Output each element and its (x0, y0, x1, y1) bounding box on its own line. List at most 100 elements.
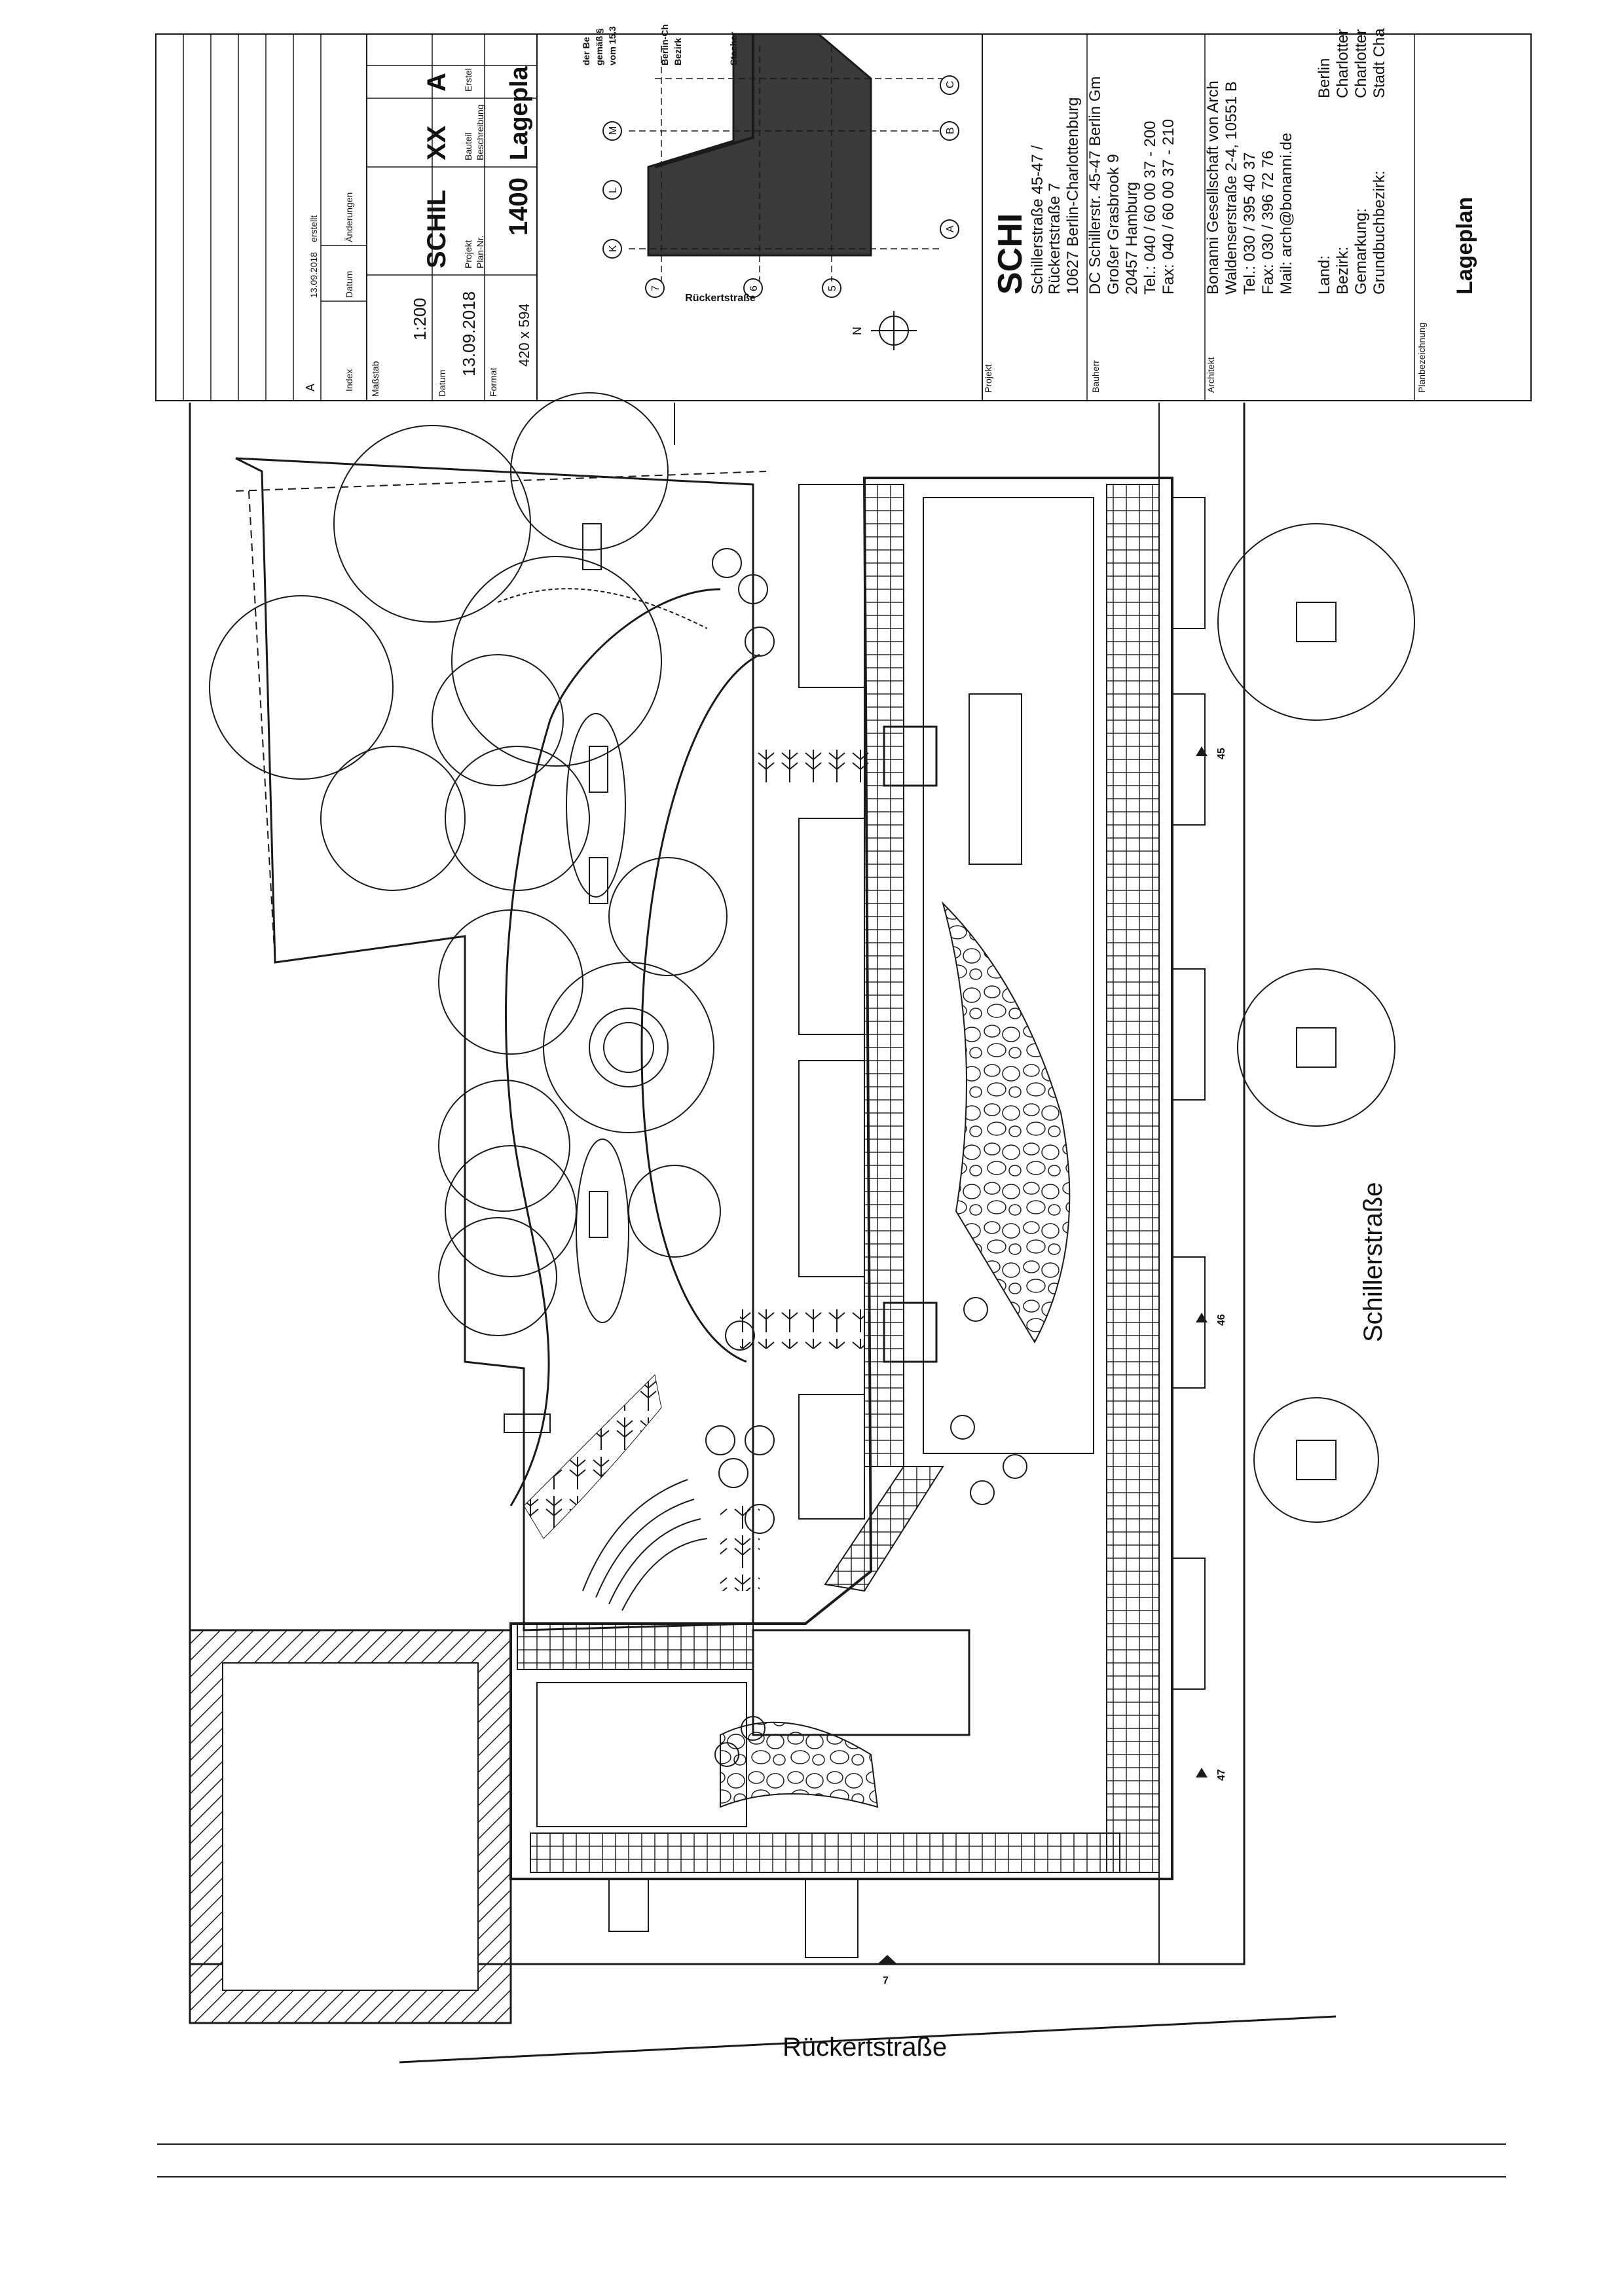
plot-boundary (189, 403, 1246, 1965)
architect-line-4: Fax: 030 / 396 72 76 (1259, 151, 1277, 295)
keyplan-note-6: Stacher (728, 31, 739, 65)
plan-no-value: 1400 (504, 177, 533, 236)
axis-a: A (945, 225, 956, 232)
location-label-2: Bezirk: (1334, 247, 1352, 295)
project-info: Projekt SCHI Schillerstraße 45-47 / Rück… (982, 34, 1415, 401)
axis-m: M (608, 126, 619, 135)
plan-no-label: Plan-Nr. (475, 235, 485, 268)
site-plan: 45 46 47 7 (189, 392, 1415, 2064)
garden-outline (235, 457, 754, 1631)
project-line-1: Schillerstraße 45-47 / (1029, 145, 1046, 295)
section-arrow-46-icon (1196, 1313, 1208, 1322)
axis-c: C (945, 81, 956, 88)
architect-label: Architekt (1206, 357, 1216, 393)
plan-title-value: Lageplan (1452, 197, 1477, 295)
facade-grid-rueckert-2 (530, 1832, 1120, 1873)
roof-terrace-upper (923, 497, 1094, 1454)
amphitheatre-steps (582, 1479, 708, 1611)
location-label-1: Land: (1316, 255, 1333, 295)
project-line-3: 10627 Berlin-Charlottenburg (1064, 97, 1082, 295)
curved-bench-area (497, 588, 708, 629)
street-label-schiller: Schillerstraße (1359, 1182, 1388, 1342)
facade-grid-rueckert-1 (517, 1623, 754, 1670)
garden-path (505, 588, 721, 1506)
client-line-3: 20457 Hamburg (1123, 182, 1141, 295)
client-line-5: Fax: 040 / 60 00 37 - 210 (1160, 119, 1177, 295)
section-marker-46: 46 (1216, 1314, 1227, 1326)
plan-info-block: Maßstab 1:200 Datum 13.09.2018 Format 42… (366, 34, 538, 401)
date-label: Datum (437, 370, 447, 397)
plan-title-label: Planbezeichnung (1416, 323, 1427, 393)
section-arrow-47-icon (1196, 1768, 1208, 1777)
architect-line-2: Waldenserstraße 2-4, 10551 B (1223, 81, 1240, 295)
lawn-ovals (504, 523, 629, 1433)
location-info: Land: Bezirk: Gemarkung: Grundbuchbezirk… (1316, 28, 1388, 295)
axis-7: 7 (650, 285, 661, 291)
client-line-1: DC Schillerstr. 45-47 Berlin Gm (1086, 77, 1104, 295)
client-line-2: Großer Grasbrook 9 (1105, 154, 1122, 295)
cobble-paving-1 (942, 901, 1071, 1344)
revision-index-value: A (304, 384, 317, 392)
axis-k: K (608, 245, 619, 252)
location-value-4: Stadt Cha (1371, 28, 1388, 98)
planting-bed-4 (720, 1506, 760, 1591)
revision-date-label: Datum (344, 271, 354, 298)
location-value-1: Berlin (1316, 58, 1333, 98)
key-plan: M L K 7 6 5 C B A Rückertstraße (537, 24, 983, 401)
stair-core-1 (883, 725, 938, 787)
architect-line-1: Bonanni Gesellschaft von Arch (1204, 81, 1222, 295)
shrubs (705, 548, 1027, 1767)
format-label: Format (488, 368, 498, 397)
axis-l: L (608, 187, 619, 193)
date-value: 13.09.2018 (459, 291, 479, 376)
project-name: SCHI (991, 213, 1029, 295)
location-value-3: Charlotter (1352, 29, 1370, 98)
project-label: Projekt (983, 364, 993, 393)
keyplan-note-2: gemäß § (594, 28, 604, 65)
architect-line-3: Tel.: 030 / 395 40 37 (1241, 153, 1259, 295)
revision-table: A 13.09.2018 erstellt Index Datum Änderu… (155, 34, 367, 401)
facade-grid-schiller (1106, 484, 1160, 1873)
north-label: N (851, 327, 864, 335)
status-value: A (422, 73, 451, 92)
key-plan-street: Rückertstraße (685, 293, 756, 304)
section-arrow-45-icon (1196, 746, 1208, 756)
facade-grid-diagonal (824, 1466, 944, 1592)
project-label-small: Projekt (463, 240, 473, 268)
cobble-paving-2 (720, 1721, 879, 1808)
street-tree-pits (1296, 602, 1337, 1480)
section-marker-47: 47 (1216, 1769, 1227, 1781)
architect-line-5: Mail: arch@bonanni.de (1278, 133, 1295, 295)
project-code: SCHIL (422, 190, 451, 268)
axis-5: 5 (827, 285, 838, 291)
trees (209, 392, 1415, 1523)
stair-core-2 (883, 1302, 938, 1363)
client-label: Bauherr (1090, 360, 1101, 393)
location-value-2: Charlotter (1334, 29, 1352, 98)
roof-structure (969, 693, 1022, 865)
keyplan-note-4: Berlin-Ch (659, 24, 670, 65)
keyplan-note-5: Bezirk (673, 38, 683, 65)
axis-6: 6 (748, 285, 760, 291)
keyplan-note-1: der Be (581, 37, 591, 65)
part-label: Bauteil (463, 132, 473, 160)
planting-bed-1 (753, 746, 871, 786)
status-label: Erstel (463, 68, 473, 92)
street-label-rueckert: Rückertstraße (783, 2033, 947, 2062)
planting-bed-2 (740, 1309, 864, 1349)
keyplan-note-3: vom 15.3 (607, 26, 618, 65)
section-marker-7: 7 (883, 1975, 889, 1986)
part-value: XX (422, 125, 451, 160)
revision-changes-label: Änderungen (344, 192, 354, 242)
scale-label: Maßstab (370, 361, 380, 397)
section-arrow-7-icon (877, 1955, 897, 1964)
location-label-3: Gemarkung: (1352, 208, 1370, 295)
street-edge-rueckert (399, 2015, 1337, 2064)
section-markers: 45 46 47 7 (877, 746, 1227, 1986)
section-marker-45: 45 (1216, 748, 1227, 759)
description-value: Lagepla (506, 66, 533, 160)
revision-note-value: erstellt (308, 215, 319, 242)
axis-b: B (945, 127, 956, 134)
scale-value: 1:200 (410, 298, 430, 340)
